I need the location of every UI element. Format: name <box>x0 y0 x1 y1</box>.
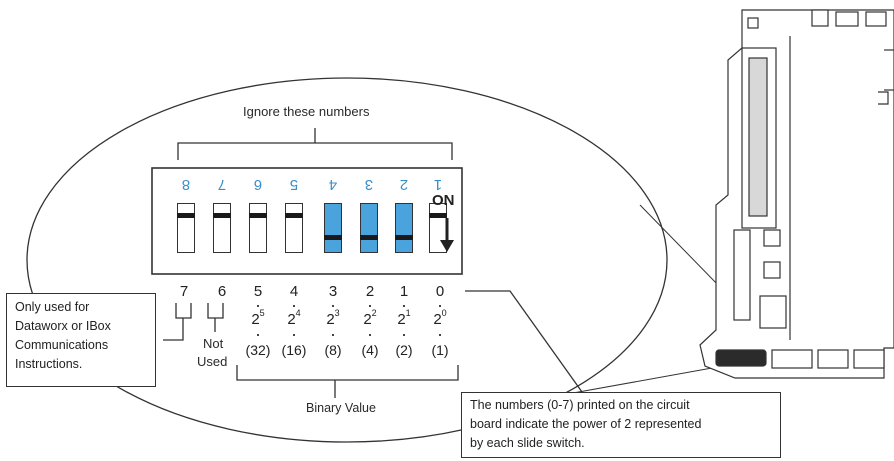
device-drawing <box>699 9 894 379</box>
slide-switch[interactable] <box>285 203 303 253</box>
dot-marker <box>403 334 405 336</box>
power-of-two: 24 <box>279 308 309 328</box>
power-base: 2 <box>363 311 372 328</box>
binary-decimal-value: (16) <box>281 342 307 358</box>
bit-position: 5 <box>253 283 263 300</box>
power-exponent: 4 <box>295 308 301 318</box>
zoom-line-bottom <box>561 367 713 396</box>
dot-marker <box>369 334 371 336</box>
bit-position: 0 <box>435 283 445 300</box>
dot-marker <box>257 334 259 336</box>
dot-marker <box>439 305 441 307</box>
switch-number: 3 <box>364 176 374 193</box>
switch-number: 2 <box>399 176 409 193</box>
left-note-box: Only used for Dataworx or IBox Communica… <box>6 293 156 387</box>
bottom-note-box: The numbers (0-7) printed on the circuit… <box>461 392 781 458</box>
switch-actuator <box>177 213 195 218</box>
dot-marker <box>332 305 334 307</box>
not-used-line1: Not <box>203 336 224 351</box>
binary-decimal-value: (2) <box>395 342 413 358</box>
slide-switch[interactable] <box>360 203 378 253</box>
switch-actuator <box>213 213 231 218</box>
bit-position: 4 <box>289 283 299 300</box>
left-note-line: Dataworx or IBox <box>15 319 111 333</box>
dot-marker <box>369 305 371 307</box>
switch-actuator <box>249 213 267 218</box>
dot-marker <box>332 334 334 336</box>
power-base: 2 <box>251 311 260 328</box>
switch-actuator <box>360 235 378 240</box>
bit-position: 1 <box>399 283 409 300</box>
left-note-line: Instructions. <box>15 357 83 371</box>
bottom-note-line: board indicate the power of 2 represente… <box>470 417 702 431</box>
on-label: ON <box>432 192 455 209</box>
switch-number: 1 <box>433 176 443 193</box>
bottom-note-line: by each slide switch. <box>470 436 585 450</box>
bit-position: 7 <box>179 283 189 300</box>
power-base: 2 <box>287 311 296 328</box>
binary-bracket <box>236 365 459 381</box>
power-exponent: 3 <box>334 308 340 318</box>
switch-number: 6 <box>253 176 263 193</box>
power-exponent: 1 <box>405 308 411 318</box>
power-base: 2 <box>397 311 406 328</box>
bottom-note-line: The numbers (0-7) printed on the circuit <box>470 398 690 412</box>
down-arrow-icon <box>440 218 454 252</box>
binary-decimal-value: (1) <box>431 342 449 358</box>
slide-switch[interactable] <box>324 203 342 253</box>
switch-actuator <box>429 213 447 218</box>
power-base: 2 <box>326 311 335 328</box>
switch-number: 8 <box>181 176 191 193</box>
switch-actuator <box>395 235 413 240</box>
binary-decimal-value: (32) <box>245 342 271 358</box>
ignore-bracket <box>177 142 453 160</box>
power-of-two: 23 <box>318 308 348 328</box>
power-exponent: 5 <box>259 308 265 318</box>
slide-switch[interactable] <box>395 203 413 253</box>
switch-number: 4 <box>328 176 338 193</box>
dot-marker <box>439 334 441 336</box>
bit-position: 2 <box>365 283 375 300</box>
left-note-line: Communications <box>15 338 109 352</box>
switch-number: 7 <box>217 176 227 193</box>
power-of-two: 21 <box>389 308 419 328</box>
bit-position: 3 <box>328 283 338 300</box>
slide-switch[interactable] <box>213 203 231 253</box>
not-used-line2: Used <box>197 354 228 369</box>
dot-marker <box>293 305 295 307</box>
dot-marker <box>293 334 295 336</box>
left-note-line: Only used for <box>15 300 90 314</box>
switch-number: 5 <box>289 176 299 193</box>
power-exponent: 2 <box>371 308 377 318</box>
power-base: 2 <box>433 311 442 328</box>
power-of-two: 25 <box>243 308 273 328</box>
binary-value-label: Binary Value <box>306 401 376 415</box>
power-of-two: 22 <box>355 308 385 328</box>
switch-actuator <box>285 213 303 218</box>
bracket-7 <box>175 303 192 319</box>
slide-switch[interactable] <box>177 203 195 253</box>
power-of-two: 20 <box>425 308 455 328</box>
dot-marker <box>257 305 259 307</box>
ignore-numbers-label: Ignore these numbers <box>243 104 370 119</box>
bit-position: 6 <box>217 283 227 300</box>
magnify-ellipse <box>26 77 668 443</box>
switch-actuator <box>324 235 342 240</box>
slide-switch[interactable] <box>249 203 267 253</box>
leader-7 <box>163 318 184 341</box>
bracket-6 <box>207 303 224 319</box>
binary-decimal-value: (8) <box>324 342 342 358</box>
leader-0 <box>465 290 583 393</box>
binary-decimal-value: (4) <box>361 342 379 358</box>
dot-marker <box>403 305 405 307</box>
power-exponent: 0 <box>441 308 447 318</box>
